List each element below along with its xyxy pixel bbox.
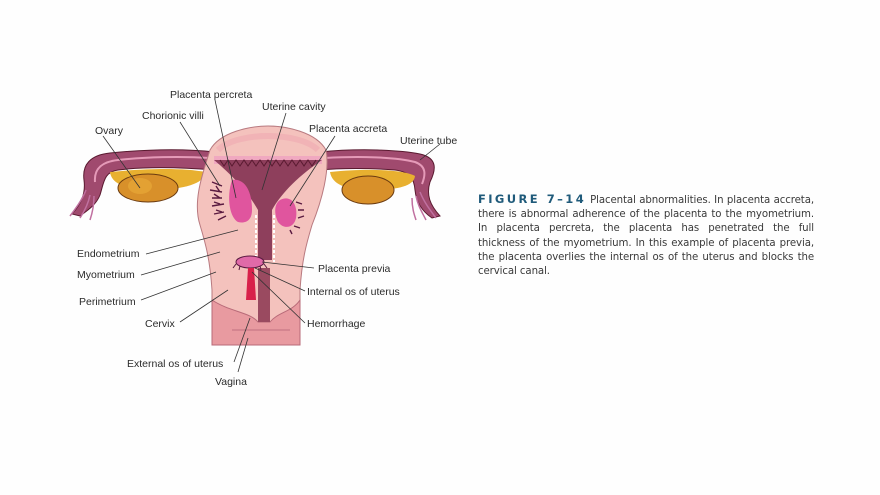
label-internal-os: Internal os of uterus: [307, 286, 400, 298]
label-placenta-previa: Placenta previa: [318, 263, 391, 275]
figure-label: FIGURE 7–14: [478, 192, 587, 206]
label-hemorrhage: Hemorrhage: [307, 318, 366, 330]
label-myometrium: Myometrium: [77, 269, 135, 281]
placenta-percreta: [209, 179, 252, 223]
label-placenta-percreta: Placenta percreta: [170, 89, 253, 101]
label-endometrium: Endometrium: [77, 248, 140, 260]
label-cervix: Cervix: [145, 318, 175, 330]
label-chorionic-villi: Chorionic villi: [142, 110, 204, 122]
figure-caption-text: Placental abnormalities. In placenta acc…: [478, 195, 814, 278]
hemorrhage: [246, 268, 256, 300]
placenta-accreta: [275, 198, 305, 235]
label-uterine-cavity: Uterine cavity: [262, 101, 326, 113]
label-external-os: External os of uterus: [127, 358, 224, 370]
leader-lines: [102, 99, 441, 373]
left-uterine-tube: [69, 149, 216, 221]
label-placenta-accreta: Placenta accreta: [309, 123, 388, 135]
right-uterine-tube: [319, 149, 441, 221]
right-ovary: [330, 169, 415, 205]
label-uterine-tube: Uterine tube: [400, 135, 458, 147]
label-ovary: Ovary: [95, 125, 124, 137]
label-vagina: Vagina: [215, 376, 247, 388]
label-perimetrium: Perimetrium: [79, 296, 136, 308]
left-ovary: [110, 169, 205, 203]
